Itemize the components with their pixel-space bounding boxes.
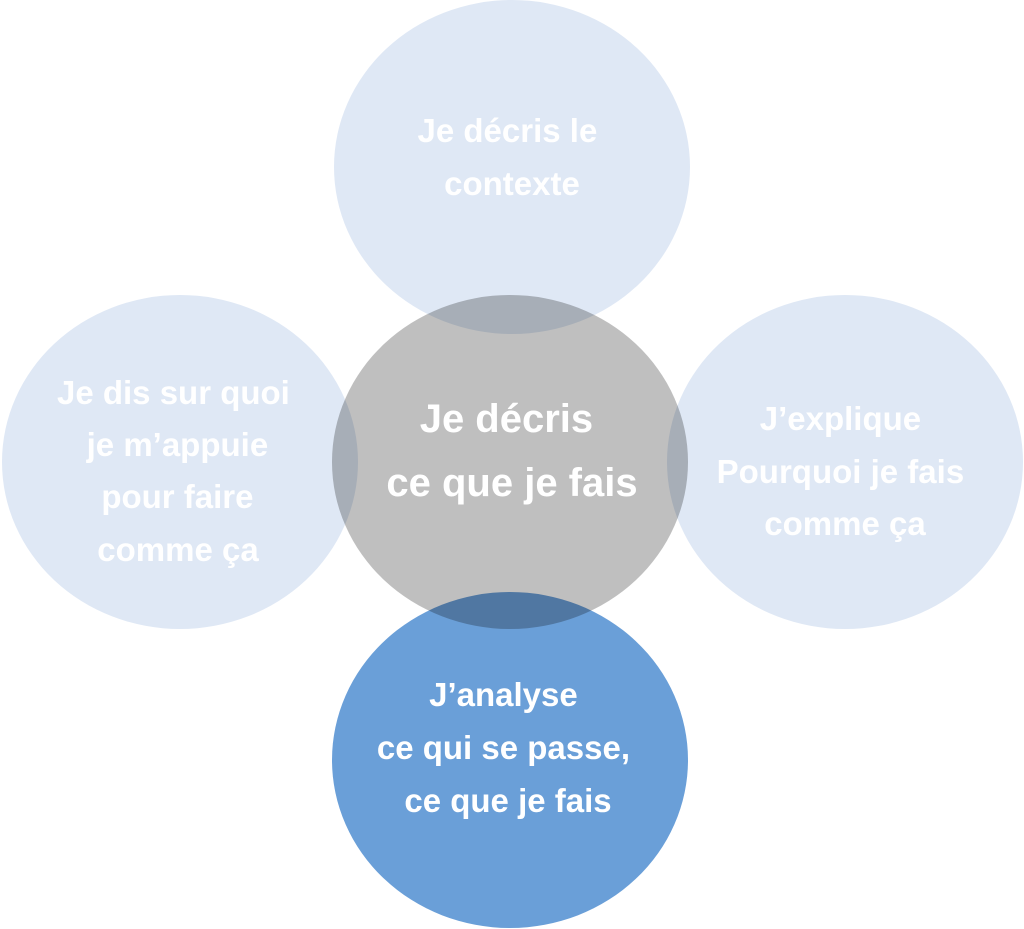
circle-left [2, 295, 358, 629]
label-left: Je dis sur quoi je m’appuie pour faire c… [57, 374, 299, 568]
label-top: Je décris le contexte [418, 112, 607, 202]
label-bottom: J’analyse ce qui se passe, ce que je fai… [377, 676, 639, 819]
circle-right [667, 295, 1023, 629]
label-center: Je décris ce que je fais [386, 397, 637, 505]
circle-center [332, 295, 688, 629]
circle-bottom [332, 592, 688, 928]
circle-top [334, 0, 690, 334]
label-right: J’explique Pourquoi je fais comme ça [717, 400, 974, 542]
